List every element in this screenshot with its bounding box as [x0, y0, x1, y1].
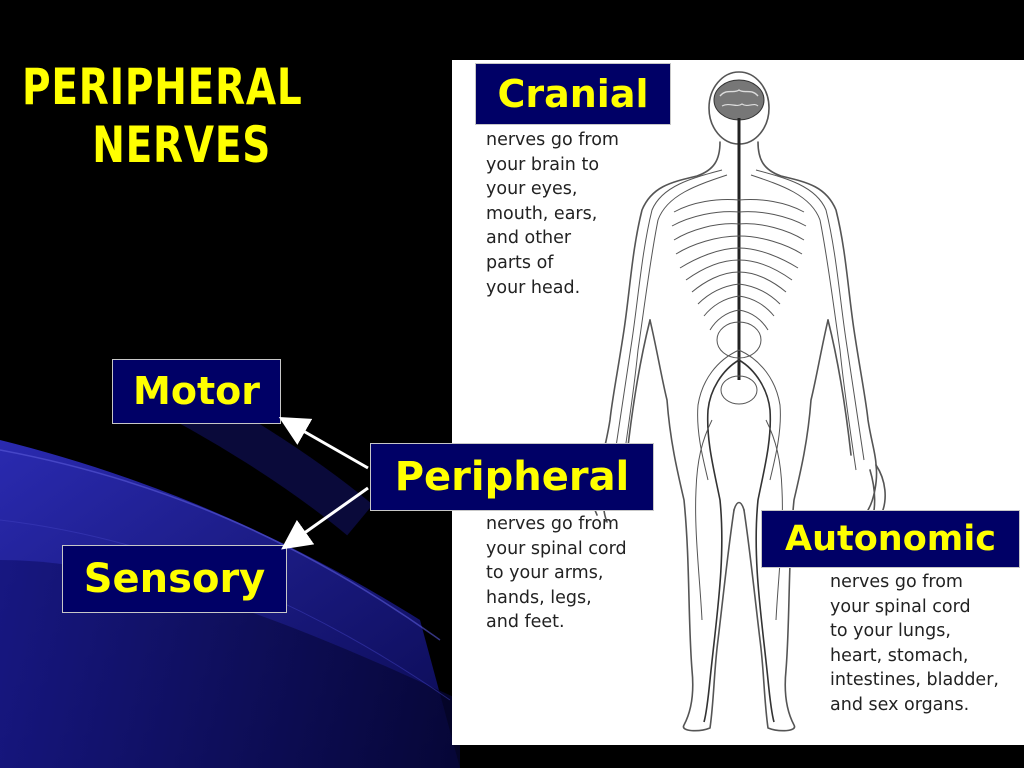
- cranial-label: Cranial: [475, 63, 671, 125]
- title-line-1: Peripheral: [22, 58, 303, 116]
- motor-label: Motor: [112, 359, 281, 424]
- peripheral-label: Peripheral: [370, 443, 654, 511]
- nervous-system-diagram-panel: nerves go from your brain to your eyes, …: [452, 60, 1024, 745]
- slide-title: Peripheral Nerves: [22, 58, 311, 174]
- sensory-label: Sensory: [62, 545, 287, 613]
- human-nervous-system-figure: [592, 71, 886, 732]
- peripheral-description: nerves go from your spinal cord to your …: [486, 514, 627, 633]
- autonomic-label: Autonomic: [761, 510, 1020, 568]
- autonomic-description: nerves go from your spinal cord to your …: [830, 572, 999, 715]
- title-line-2: Nerves: [92, 116, 272, 174]
- cranial-description: nerves go from your brain to your eyes, …: [486, 130, 619, 298]
- arrow-to-sensory: [281, 486, 369, 550]
- arrow-to-motor: [278, 417, 369, 470]
